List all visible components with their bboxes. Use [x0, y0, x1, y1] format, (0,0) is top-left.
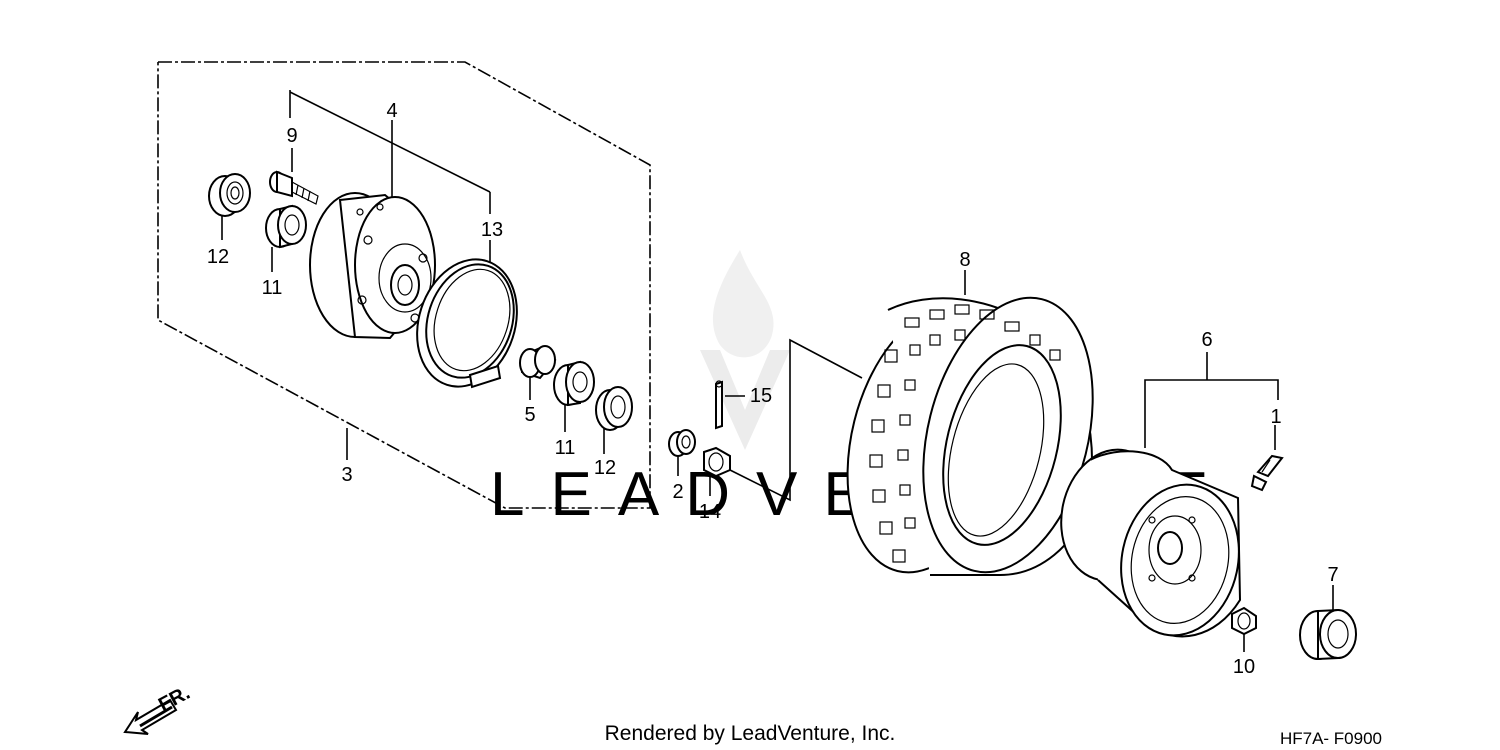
callout-12-right: 12 [594, 457, 616, 479]
callout-7: 7 [1327, 564, 1338, 586]
diagram-code: HF7A- F0900 [1280, 729, 1382, 748]
bearing-11-left [265, 204, 307, 272]
callout-13: 13 [481, 219, 503, 241]
footer-credit: Rendered by LeadVenture, Inc. [605, 722, 896, 745]
stud-bolt-9 [269, 148, 319, 205]
hub-cap-7 [1299, 585, 1357, 661]
bracket-wheel [1144, 379, 1279, 448]
collar-5 [519, 345, 557, 400]
bearing-12-right [595, 386, 633, 454]
callout-2: 2 [672, 481, 683, 503]
cotter-pin-15 [715, 380, 745, 430]
callout-10: 10 [1233, 656, 1255, 678]
wheel-rim-6 [1060, 448, 1242, 638]
tire-8 [846, 270, 1094, 576]
callout-9: 9 [286, 125, 297, 147]
bearing-12-left [208, 173, 251, 240]
wheel-nut-10 [1231, 606, 1257, 652]
front-direction-arrow-icon: FR. [123, 682, 194, 735]
hub-assembly-outline [157, 61, 651, 509]
wheel-bolt-1 [1250, 425, 1284, 492]
castle-nut-14 [703, 446, 731, 496]
callout-3: 3 [341, 464, 352, 486]
callout-11-left: 11 [262, 277, 283, 299]
wheel-hub-4 [309, 120, 436, 340]
collar-2 [668, 429, 696, 476]
seal-ring-13 [416, 240, 518, 389]
callout-12-left: 12 [207, 246, 229, 268]
callout-15: 15 [750, 385, 772, 407]
callout-1: 1 [1270, 406, 1281, 428]
callouts: 1 2 3 4 5 6 7 8 9 10 11 11 12 12 13 14 1… [207, 100, 1339, 678]
callout-6: 6 [1201, 329, 1212, 351]
callout-14: 14 [699, 501, 721, 523]
bearing-11-right [553, 360, 595, 432]
bracket-tire [729, 338, 863, 502]
callout-8: 8 [959, 249, 970, 271]
callout-5: 5 [524, 404, 535, 426]
callout-11-right: 11 [555, 437, 576, 459]
callout-4: 4 [386, 100, 397, 122]
